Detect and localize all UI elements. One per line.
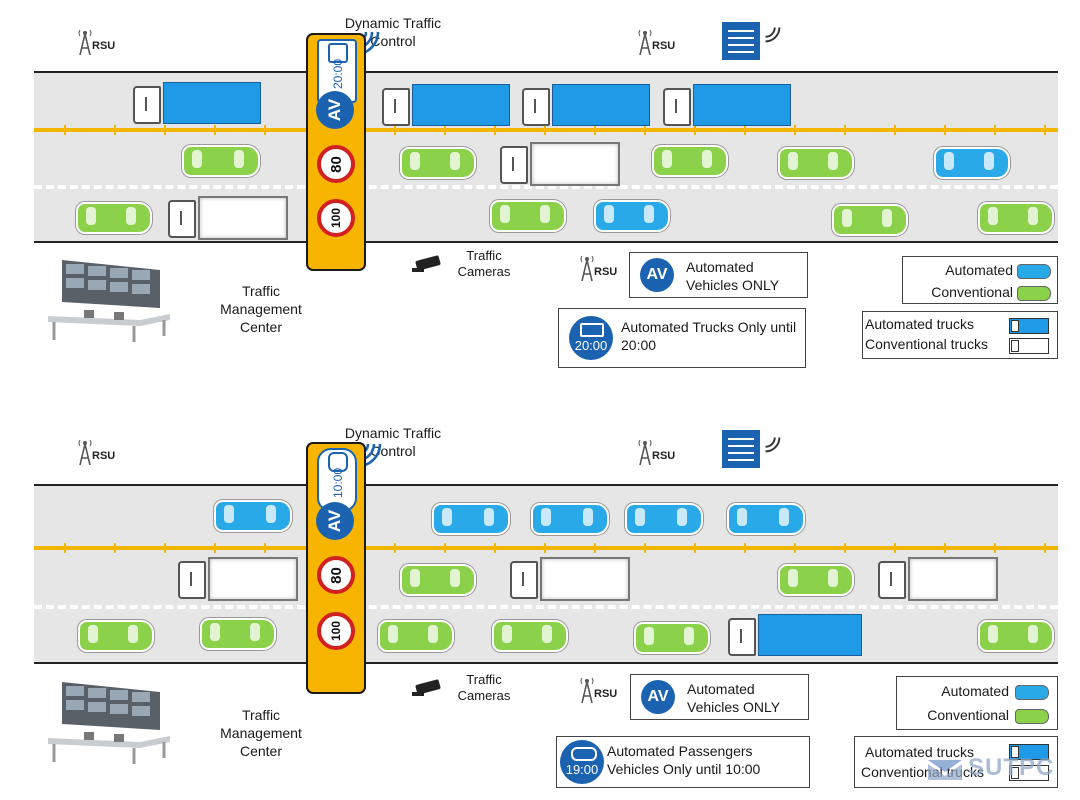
time-restriction-sign: 10:00 [317,448,357,512]
legend-conventional-label: Conventional [931,284,1013,300]
automated-car-swatch [1017,264,1051,279]
legend-trucks-box: Automated trucks Conventional trucks [862,311,1058,359]
rsu-antenna: RSU [574,252,634,288]
legend-automated-trucks-label: Automated trucks [865,744,974,760]
traffic-camera-icon [412,679,441,696]
rsu-antenna: RSU [632,436,692,472]
legend-time-box: 20:00 Automated Trucks Only until 20:00 [558,308,806,368]
dynamic-lane-gantry: 20:00 AV 80 100 [306,33,366,271]
automated-car [727,503,805,535]
scenario-panel-2: RSU Dynamic Traffic Control RSU 10:00 AV… [0,420,1080,800]
legend-cars-box: Automated Conventional [896,676,1058,730]
av-lane-sign: AV [316,91,354,129]
rsu-label: RSU [594,266,618,278]
conventional-car [778,564,854,596]
wireless-signal-icon [765,27,781,43]
conventional-truck-swatch [1009,765,1049,781]
legend-automated-label: Automated [945,262,1013,278]
lane-divider-solid [34,125,1058,135]
legend-conventional-label: Conventional [927,707,1009,723]
wireless-signal-icon [765,437,781,453]
conventional-car [634,622,710,654]
legend-av-text: Automated Vehicles ONLY [686,259,780,293]
dynamic-lane-gantry: 10:00 AV 80 100 [306,442,366,694]
av-lane-sign: AV [316,502,354,540]
traffic-camera-icon [412,255,441,272]
av-badge: AV [640,258,674,292]
conventional-car [652,145,728,177]
conventional-car [978,202,1054,234]
automated-car [214,500,292,532]
legend-time-text: Automated Passengers Vehicles Only until… [607,743,761,777]
rsu-label: RSU [92,450,116,462]
traffic-cameras-label: Traffic Cameras [457,248,511,279]
rsu-antenna: RSU [574,674,634,710]
traffic-cameras-label: Traffic Cameras [457,672,511,703]
legend-av-box: AV Automated Vehicles ONLY [629,252,808,298]
dynamic-traffic-control-label: Dynamic Traffic Control [344,425,442,459]
conventional-car [400,147,476,179]
rsu-antenna: RSU [632,26,692,62]
speed-limit-sign: 80 [317,145,355,183]
legend-time-text: Automated Trucks Only until 20:00 [621,319,797,353]
automated-truck-swatch [1009,318,1049,334]
conventional-truck-swatch [1009,338,1049,354]
speed-limit-sign: 80 [317,556,355,594]
traffic-management-center-icon [48,682,170,764]
dynamic-traffic-control-label: Dynamic Traffic Control [344,15,442,49]
automated-truck-swatch [1009,744,1049,760]
traffic-management-center-icon [48,260,170,342]
conventional-car [400,564,476,596]
legend-av-text: Automated Vehicles ONLY [687,681,781,715]
speed-limit-sign: 100 [317,612,355,650]
automated-car-swatch [1015,685,1049,700]
legend-automated-label: Automated [941,683,1009,699]
rsu-antenna: RSU [72,26,132,62]
conventional-car [490,200,566,232]
watermark: SUTPC [968,754,1055,781]
legend-time-box: 19:00 Automated Passengers Vehicles Only… [556,736,810,788]
scenario-panel-1: RSU Dynamic Traffic Control RSU 20:00 AV… [0,0,1080,380]
rsu-label: RSU [594,688,618,700]
conventional-car-swatch [1017,286,1051,301]
lane-divider-dashed [34,605,1058,609]
legend-conventional-trucks-label: Conventional trucks [861,764,984,780]
conventional-car [492,620,568,652]
conventional-car [378,620,454,652]
conventional-car [200,618,276,650]
rsu-label: RSU [652,450,676,462]
lane-divider-dashed [34,185,1058,189]
traffic-management-center-label: Traffic Management Center [220,283,302,335]
conventional-car [76,202,152,234]
rsu-label: RSU [652,40,676,52]
rsu-label: RSU [92,40,116,52]
conventional-car [832,204,908,236]
rsu-antenna: RSU [72,436,132,472]
variable-message-sign-icon [722,430,760,468]
conventional-car [978,620,1054,652]
automated-car [531,503,609,535]
speed-limit-sign: 100 [317,199,355,237]
conventional-car-swatch [1015,709,1049,724]
watermark-logo-icon [928,760,962,780]
av-badge: AV [641,680,675,714]
conventional-car [182,145,260,177]
traffic-management-center-label: Traffic Management Center [220,707,302,759]
automated-car [594,200,670,232]
automated-car [934,147,1010,179]
legend-cars-box: Automated Conventional [902,256,1058,304]
legend-av-box: AV Automated Vehicles ONLY [630,674,809,720]
automated-car [625,503,703,535]
conventional-car [78,620,154,652]
lane-divider-solid [34,543,1058,553]
variable-message-sign-icon [722,22,760,60]
legend-automated-trucks-label: Automated trucks [865,316,974,332]
conventional-car [778,147,854,179]
legend-conventional-trucks-label: Conventional trucks [865,336,988,352]
automated-car [432,503,510,535]
